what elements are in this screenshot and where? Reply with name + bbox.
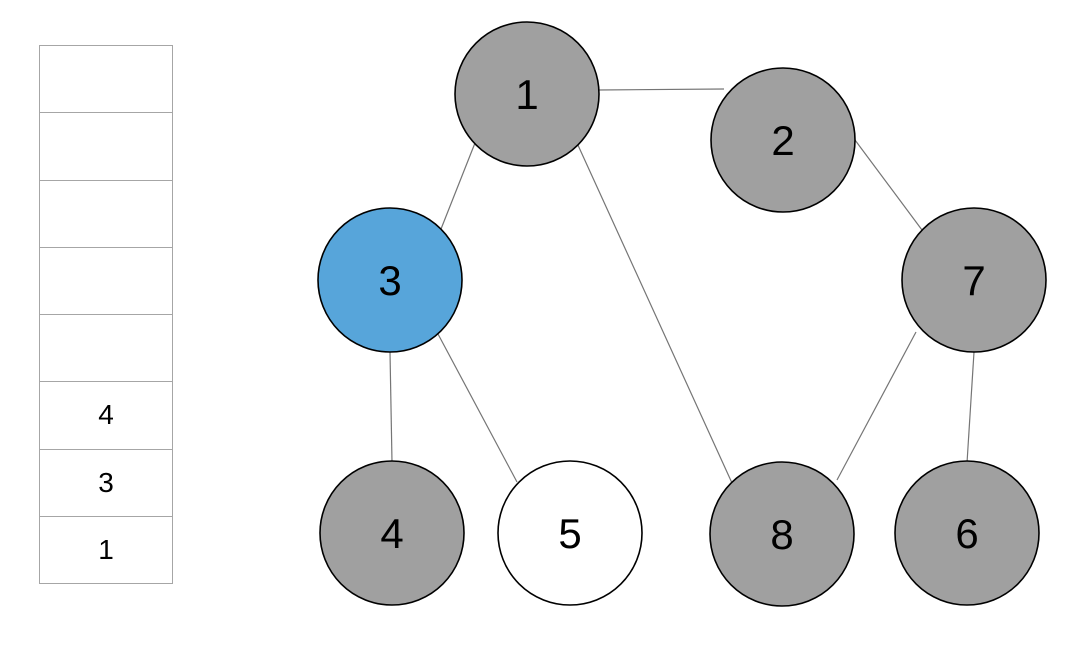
- stack-cell: [40, 248, 172, 315]
- graph-node-5[interactable]: [497, 460, 643, 606]
- graph-node-2[interactable]: [710, 67, 856, 213]
- stack-cell: [40, 181, 172, 248]
- graph-edge-2-7: [854, 139, 923, 231]
- stack-cell: 4: [40, 382, 172, 450]
- graph-edge-3-4: [389, 351, 393, 463]
- graph-edges: [389, 88, 975, 484]
- graph-edge-7-6: [966, 351, 975, 464]
- stack-panel: 4 3 1: [39, 45, 173, 584]
- stack-cell: [40, 113, 172, 181]
- stack-cell: 1: [98, 533, 114, 565]
- stack-cell: [40, 46, 172, 114]
- graph-node-8[interactable]: [709, 461, 855, 607]
- stack-cell: [40, 315, 172, 383]
- graph-edge-1-2: [597, 88, 725, 91]
- graph-edge-1-3: [440, 142, 476, 230]
- graph-node-3[interactable]: [317, 207, 463, 353]
- graph-node-1[interactable]: [454, 21, 600, 167]
- graph-edge-7-8: [836, 331, 917, 481]
- graph-edge-1-8: [576, 142, 733, 484]
- graph-node-6[interactable]: [894, 460, 1040, 606]
- graph-node-7[interactable]: [901, 207, 1047, 353]
- graph-node-4[interactable]: [319, 460, 465, 606]
- stack-cell: 3: [40, 450, 172, 517]
- graph-edge-3-5: [437, 333, 518, 483]
